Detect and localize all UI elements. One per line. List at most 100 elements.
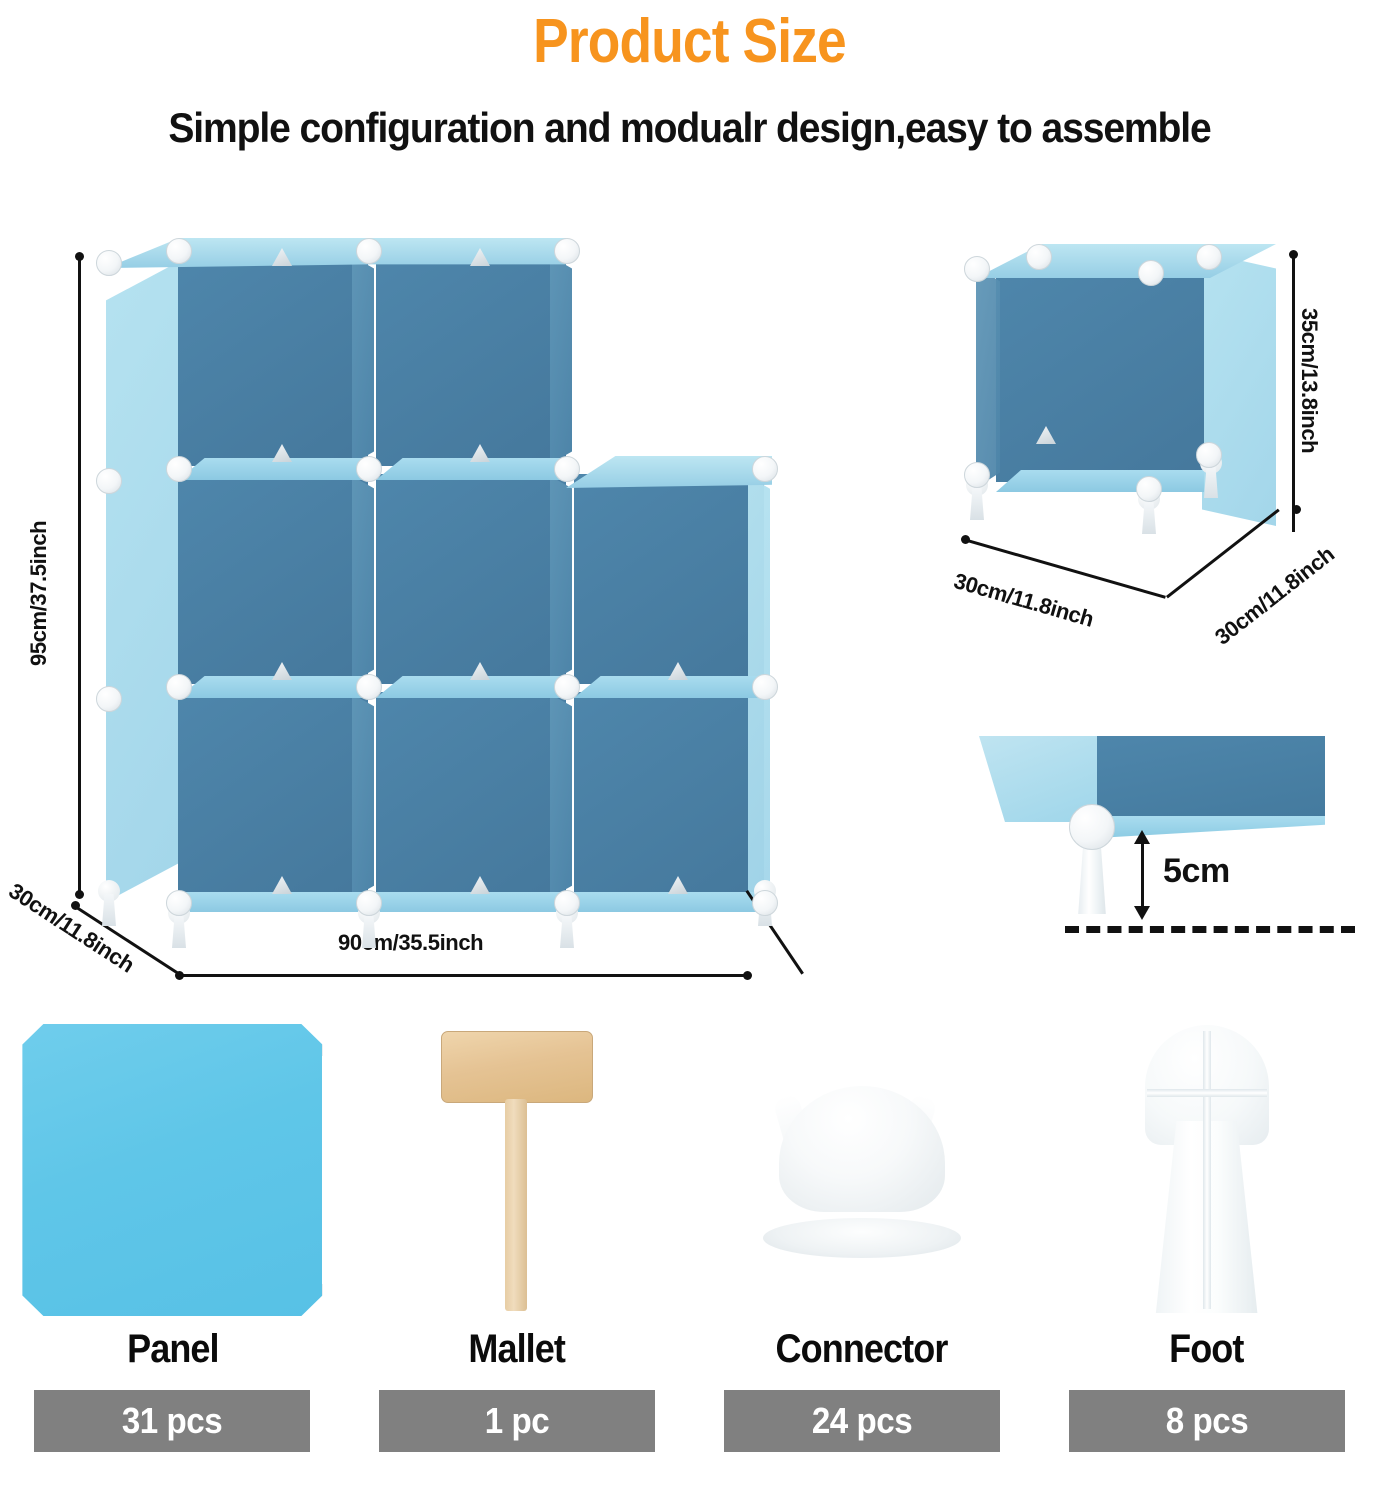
mallet-art <box>345 1015 690 1325</box>
connector-joint-icon <box>752 674 778 700</box>
shelf-back-panel <box>178 692 368 900</box>
connector-joint-icon <box>356 674 382 700</box>
shelf-back-panel <box>574 474 764 684</box>
parts-list: Panel 31 pcs Mallet 1 pc <box>0 1015 1379 1500</box>
connector-joint-icon <box>1196 442 1222 468</box>
width-dimension-line <box>178 974 748 977</box>
connector-joint-icon <box>1138 260 1164 286</box>
part-label-connector: Connector <box>775 1327 949 1371</box>
single-cube-width-label: 30cm/11.8inch <box>951 568 1097 632</box>
shelf-back-panel <box>376 254 566 466</box>
part-count-mallet: 1 pc <box>379 1390 656 1452</box>
foot-rib-horizontal <box>1146 1089 1267 1097</box>
connector-base <box>762 1218 961 1258</box>
panel-corner-bracket <box>290 1024 322 1056</box>
dimension-arrow-down <box>1134 906 1150 920</box>
dimension-endpoint <box>175 971 184 980</box>
connector-joint-icon <box>554 674 580 700</box>
mallet-icon <box>417 1025 617 1315</box>
dimension-arrow-up <box>1134 830 1150 844</box>
connector-joint-icon <box>166 674 192 700</box>
connector-joint-icon <box>964 462 990 488</box>
shelf-side-panel-left <box>106 262 178 902</box>
shelf-top-panel <box>368 238 566 265</box>
shelf-bottom-panel <box>178 892 368 912</box>
dimension-endpoint <box>1289 250 1298 259</box>
dimension-endpoint <box>71 901 80 910</box>
connector-joint-icon <box>1026 244 1052 270</box>
connector-joint-icon <box>356 890 382 916</box>
shelf-bottom-panel <box>376 892 566 912</box>
shelf-divider-panel <box>550 476 572 682</box>
foot-icon <box>1141 1025 1273 1315</box>
cube-bottom-panel <box>996 470 1204 492</box>
connector-joint-icon <box>356 456 382 482</box>
connector-joint-icon <box>554 456 580 482</box>
shelf-horizontal-panel <box>376 676 566 698</box>
part-item-panel: Panel 31 pcs <box>0 1015 345 1500</box>
foot-height-detail-diagram: 5cm <box>965 730 1355 950</box>
shelf-divider-panel <box>352 256 374 464</box>
shelf-divider-panel <box>550 256 572 464</box>
foot-art <box>1034 1015 1379 1325</box>
shelf-top-panel-step <box>566 456 772 488</box>
part-count-panel: 31 pcs <box>34 1390 311 1452</box>
part-item-mallet: Mallet 1 pc <box>345 1015 690 1500</box>
part-item-foot: Foot 8 pcs <box>1034 1015 1379 1500</box>
connector-art <box>690 1015 1035 1325</box>
connector-joint-icon <box>964 256 990 282</box>
part-item-connector: Connector 24 pcs <box>690 1015 1035 1500</box>
shelf-divider-panel <box>352 694 374 898</box>
connector-joint-icon <box>96 250 122 276</box>
part-label-mallet: Mallet <box>468 1327 567 1371</box>
single-cube-diagram: 35cm/13.8inch 30cm/11.8inch 30cm/11.8inc… <box>940 230 1340 650</box>
single-cube-height-label: 35cm/13.8inch <box>1297 308 1322 454</box>
cube-depth-dimension-line <box>1166 508 1280 599</box>
dimension-endpoint <box>75 890 84 899</box>
ground-line <box>1065 926 1355 933</box>
part-label-panel: Panel <box>126 1327 219 1371</box>
connector-joint-icon <box>554 890 580 916</box>
shelf-horizontal-panel <box>574 676 764 698</box>
shelf-divider-panel <box>550 694 572 898</box>
connector-joint-icon <box>1136 476 1162 502</box>
foot-rib-vertical <box>1202 1031 1211 1309</box>
shelf-bottom-panel <box>574 892 764 912</box>
dimension-endpoint <box>743 971 752 980</box>
shelf-horizontal-panel <box>178 458 368 480</box>
shelf-foot-icon <box>98 880 120 926</box>
dimension-endpoint <box>75 252 84 261</box>
shelf-back-panel <box>178 474 368 684</box>
connector-joint-icon <box>1196 244 1222 270</box>
connector-joint-icon <box>96 686 122 712</box>
mallet-head <box>441 1031 594 1103</box>
connector-dome <box>778 1086 945 1212</box>
dimension-endpoint <box>1292 505 1301 514</box>
page-subtitle: Simple configuration and modualr design,… <box>168 104 1211 151</box>
connector-icon <box>757 1080 967 1260</box>
detail-back-panel <box>1097 736 1325 820</box>
shelf-back-panel <box>178 254 368 466</box>
cube-side-panel-left <box>976 266 1000 488</box>
shelf-back-panel <box>376 474 566 684</box>
single-cube-depth-label: 30cm/11.8inch <box>1210 541 1339 650</box>
connector-joint-icon <box>166 890 192 916</box>
mallet-handle <box>505 1099 528 1311</box>
connector-joint-icon <box>356 238 382 264</box>
shelf-horizontal-panel <box>178 676 368 698</box>
connector-joint-icon <box>96 468 122 494</box>
main-shelf-height-label: 95cm/37.5inch <box>26 520 51 666</box>
panel-corner-bracket <box>290 1284 322 1316</box>
connector-joint-icon <box>166 456 192 482</box>
panel-art <box>0 1015 345 1325</box>
main-shelf-diagram: 95cm/37.5inch 30cm/11.8inch 90cm/35.5inc… <box>4 230 804 990</box>
connector-joint-icon <box>1069 804 1115 850</box>
foot-height-label: 5cm <box>1163 852 1230 890</box>
page-title: Product Size <box>533 7 846 76</box>
part-count-connector: 24 pcs <box>723 1390 1000 1452</box>
shelf-back-panel <box>574 692 764 900</box>
shelf-back-panel <box>376 692 566 900</box>
connector-joint-icon <box>166 238 192 264</box>
connector-joint-icon <box>752 456 778 482</box>
